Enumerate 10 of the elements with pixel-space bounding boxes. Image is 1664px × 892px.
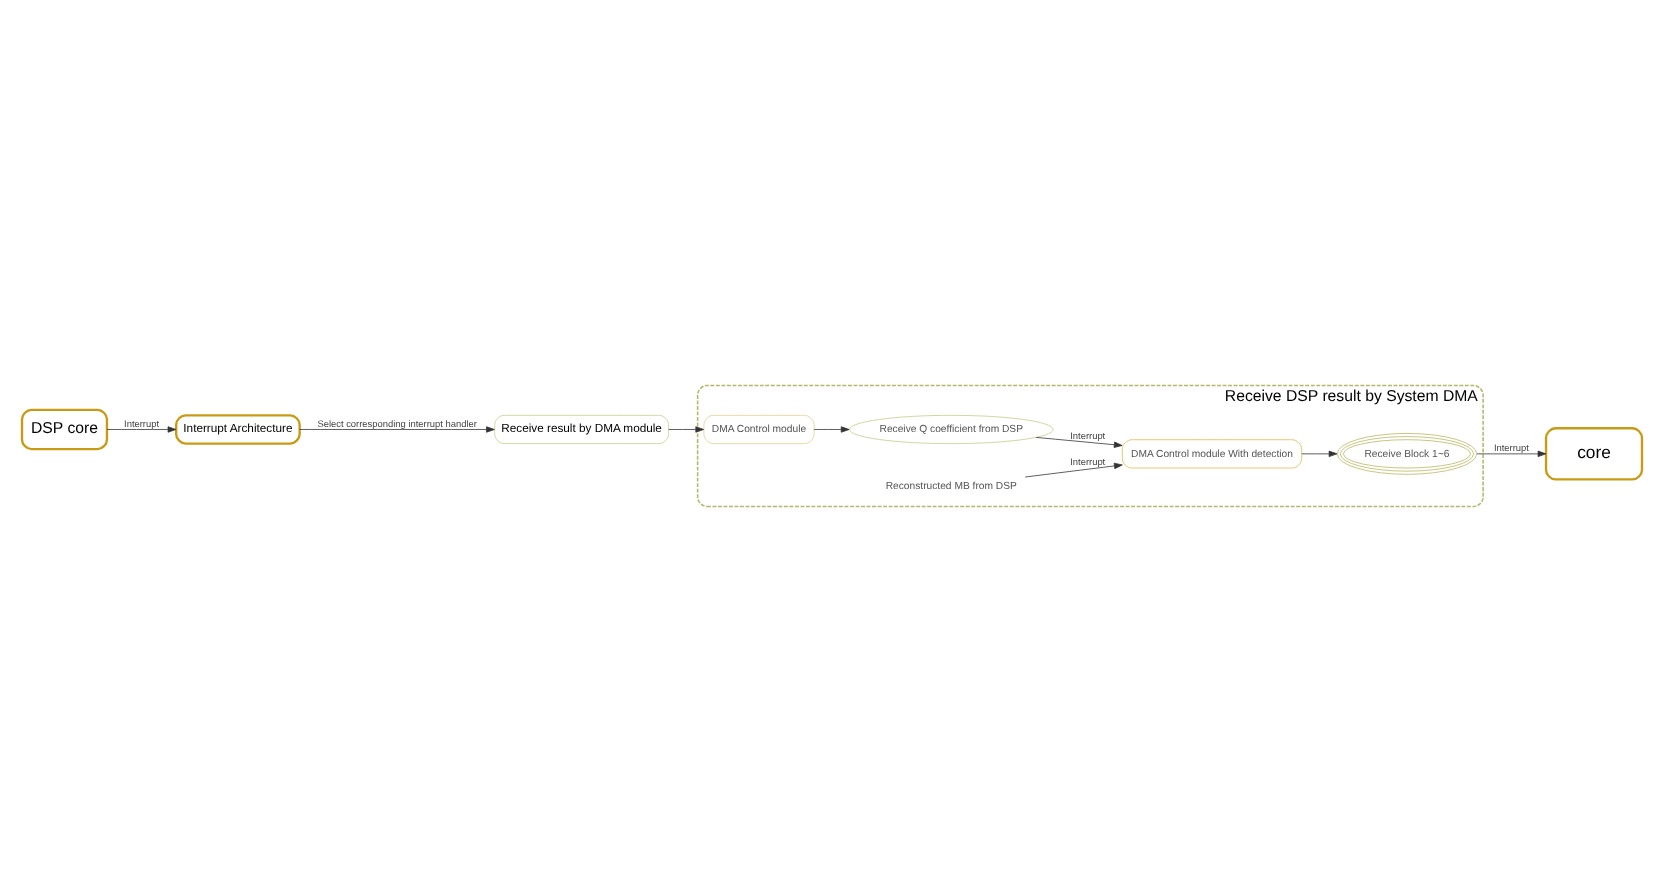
arrow: [1035, 437, 1123, 448]
arrow: [668, 426, 705, 433]
arrow: [1476, 450, 1547, 457]
arrow: [299, 426, 495, 433]
arrow: [106, 426, 177, 433]
arrow: [1301, 450, 1338, 457]
node-box: core: [1544, 427, 1644, 481]
arrow: [1024, 462, 1123, 478]
node-box: DSP core: [20, 408, 109, 451]
arrow: [813, 426, 850, 433]
